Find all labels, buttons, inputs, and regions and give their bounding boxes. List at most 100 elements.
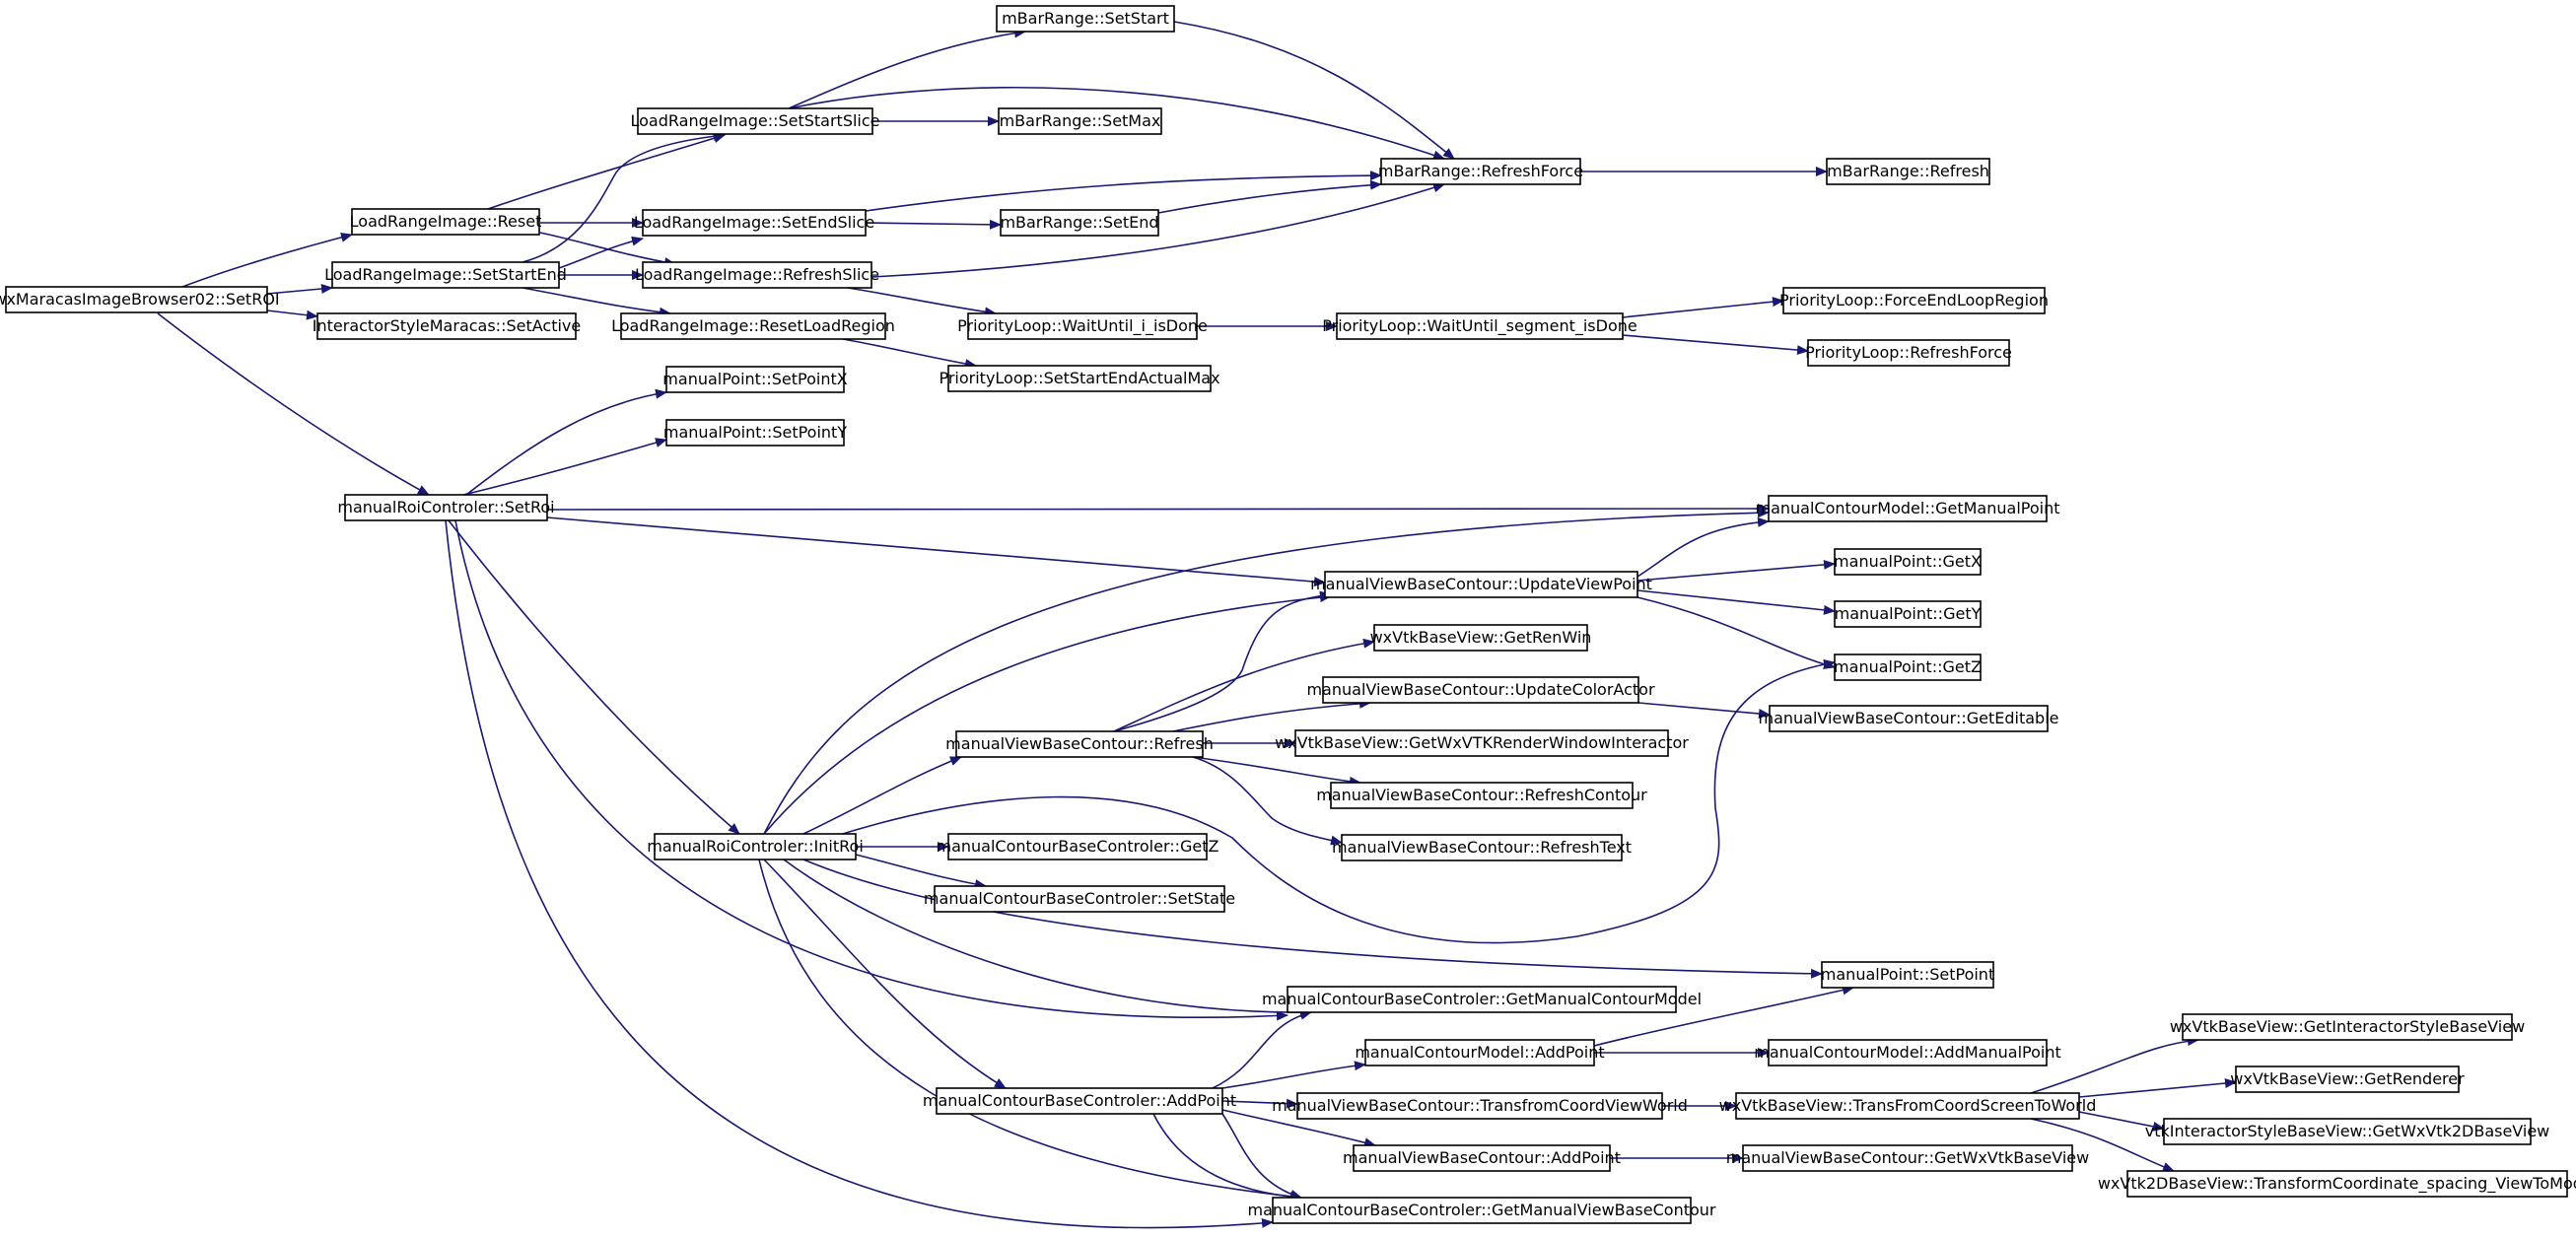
node-mcbc-getmanualcontourmodel[interactable]: manualContourBaseControler::GetManualCon… (1262, 986, 1702, 1013)
node-box (1296, 1092, 1663, 1120)
node-label: manualContourBaseControler::GetManualCon… (1262, 990, 1702, 1008)
node-wxvbv-getrenderer[interactable]: wxVtkBaseView::GetRenderer (2230, 1066, 2465, 1093)
node-label: manualPoint::SetPointY (663, 423, 847, 442)
node-mcbc-setstate[interactable]: manualContourBaseControler::SetState (924, 885, 1235, 913)
node-mrc-initroi[interactable]: manualRoiControler::InitRoi (647, 833, 864, 860)
node-label: manualPoint::GetY (1835, 604, 1982, 623)
edge-lri-reset-to-setstartslice (487, 133, 726, 210)
edge-lri-setstartend-to-setstartslice (522, 131, 726, 263)
node-label: wxMaracasImageBrowser02::SetROI (0, 290, 280, 309)
node-mp-getz[interactable]: manualPoint::GetZ (1834, 653, 1982, 681)
node-box (1336, 312, 1624, 340)
node-pl-forceendloopregion[interactable]: PriorityLoop::ForceEndLoopRegion (1779, 287, 2049, 314)
node-label: manualViewBaseContour::RefreshContour (1316, 786, 1647, 804)
edge-initroi-to-setstate (855, 854, 987, 889)
node-wxvbv-getinteractorstylebaseview[interactable]: wxVtkBaseView::GetInteractorStyleBaseVie… (2170, 1013, 2525, 1041)
node-mvbc-refreshtext[interactable]: manualViewBaseContour::RefreshText (1332, 834, 1632, 861)
node-pl-setstartendactualmax[interactable]: PriorityLoop::SetStartEndActualMax (939, 365, 1220, 392)
node-box (1380, 158, 1581, 185)
node-label: manualContourBaseControler::SetState (924, 889, 1235, 908)
node-mcm-addmanualpoint[interactable]: manualContourModel::AddManualPoint (1754, 1039, 2061, 1066)
node-label: LoadRangeImage::Reset (350, 212, 542, 231)
node-wxvbv-getwxvtkrwi[interactable]: wxVtkBaseView::GetWxVTKRenderWindowInter… (1275, 729, 1689, 757)
node-vtkisbv-getwxvtk2dbaseview[interactable]: vtkInteractorStyleBaseView::GetWxVtk2DBa… (2145, 1118, 2550, 1145)
node-box (955, 730, 1204, 758)
edge-root-to-lri-reset (181, 232, 353, 288)
node-lri-resetloadregion[interactable]: LoadRangeImage::ResetLoadRegion (611, 312, 895, 340)
node-mvbc-addpoint[interactable]: manualViewBaseContour::AddPoint (1343, 1144, 1621, 1172)
node-mbr-setmax[interactable]: mBarRange::SetMax (998, 107, 1162, 135)
node-mcm-addpoint[interactable]: manualContourModel::AddPoint (1355, 1039, 1605, 1066)
node-label: PriorityLoop::ForceEndLoopRegion (1779, 291, 2049, 310)
node-mp-setpoint[interactable]: manualPoint::SetPoint (1821, 961, 1994, 989)
node-mcm-getmanualpoint[interactable]: manualContourModel::GetManualPoint (1755, 495, 2060, 522)
edge-setroi-to-setpointx (465, 388, 667, 496)
node-mvbc-getwxvtkbaseview[interactable]: manualViewBaseContour::GetWxVtkBaseView (1726, 1144, 2089, 1172)
call-edges (157, 21, 2237, 1229)
node-mbr-setstart[interactable]: mBarRange::SetStart (996, 5, 1175, 33)
node-mrc-setroi[interactable]: manualRoiControler::SetRoi (337, 494, 555, 521)
node-lri-reset[interactable]: LoadRangeImage::Reset (350, 208, 542, 236)
node-box (1322, 676, 1639, 704)
edge-initroi-to-getmanualpoint (763, 508, 1770, 835)
node-mvbc-updatecoloractor[interactable]: manualViewBaseContour::UpdateColorActor (1306, 676, 1655, 704)
node-pl-waituntil-segment[interactable]: PriorityLoop::WaitUntil_segment_isDone (1322, 312, 1637, 340)
edge-addpoint-to-getmanualviewbasecontour-b (1152, 1113, 1302, 1203)
node-mbr-refresh[interactable]: mBarRange::Refresh (1826, 158, 1990, 185)
node-label: manualViewBaseContour::Refresh (945, 734, 1214, 753)
edge-updateviewpoint-to-gety (1636, 589, 1836, 615)
node-box (1294, 729, 1669, 757)
node-pl-refreshforce[interactable]: PriorityLoop::RefreshForce (1805, 339, 2012, 367)
node-mp-setpointy[interactable]: manualPoint::SetPointY (663, 419, 847, 447)
node-box (1341, 834, 1623, 861)
edge-initroi-to-setpoint (802, 859, 1823, 979)
edge-refresh-to-refreshtext (1192, 756, 1343, 846)
node-box (2126, 1170, 2568, 1198)
node-label: manualPoint::GetZ (1834, 657, 1982, 676)
node-label: mBarRange::SetMax (1000, 111, 1161, 130)
node-box (1287, 986, 1677, 1013)
node-box (665, 366, 845, 393)
node-box (936, 1087, 1223, 1115)
edge-updatecoloractor-to-geteditable (1637, 702, 1771, 719)
node-mbr-refreshforce[interactable]: mBarRange::RefreshForce (1378, 158, 1583, 185)
edge-updateviewpoint-to-getmanualpoint (1636, 516, 1770, 578)
node-lri-setendslice[interactable]: LoadRangeImage::SetEndSlice (634, 209, 874, 237)
node-mcbc-getmanualviewbasecontour[interactable]: manualContourBaseControler::GetManualVie… (1248, 1197, 1716, 1224)
node-mcbc-addpoint[interactable]: manualContourBaseControler::AddPoint (923, 1087, 1236, 1115)
node-mp-gety[interactable]: manualPoint::GetY (1834, 600, 1982, 628)
node-wxvbv-getrenwin[interactable]: wxVtkBaseView::GetRenWin (1370, 624, 1592, 652)
node-wxvtk2d-transformcoordinate[interactable]: wxVtk2DBaseView::TransformCoordinate_spa… (2098, 1170, 2576, 1198)
node-wxvbv-transfromcoordscreentoworld[interactable]: wxVtkBaseView::TransFromCoordScreenToWor… (1719, 1092, 2097, 1120)
node-mvbc-updateviewpoint[interactable]: manualViewBaseContour::UpdateViewPoint (1310, 571, 1652, 598)
node-lri-setstartslice[interactable]: LoadRangeImage::SetStartSlice (630, 107, 880, 135)
node-box (947, 833, 1208, 860)
node-mvbc-refresh[interactable]: manualViewBaseContour::Refresh (945, 730, 1214, 758)
edge-refresh-to-updatecoloractor (1172, 698, 1371, 732)
node-root[interactable]: wxMaracasImageBrowser02::SetROI (0, 286, 280, 313)
node-ism-setactive[interactable]: InteractorStyleMaracas::SetActive (313, 312, 581, 340)
node-pl-waituntil-i[interactable]: PriorityLoop::WaitUntil_i_isDone (957, 312, 1208, 340)
node-mvbc-transfromcoordviewworld[interactable]: manualViewBaseContour::TransfromCoordVie… (1272, 1092, 1688, 1120)
edge-mcm-addpoint-to-setpoint (1593, 985, 1854, 1047)
node-lri-refreshslice[interactable]: LoadRangeImage::RefreshSlice (635, 261, 879, 289)
node-mvbc-geteditable[interactable]: manualViewBaseContour::GetEditable (1759, 705, 2059, 732)
node-box (1000, 209, 1159, 237)
node-lri-setstartend[interactable]: LoadRangeImage::SetStartEnd (324, 261, 567, 289)
edge-lri-reset-to-refreshslice (539, 232, 676, 267)
edge-setend-to-refreshforce (1157, 179, 1382, 214)
edge-initroi-to-getmanualviewbasecontour (758, 859, 1302, 1202)
node-mp-setpointx[interactable]: manualPoint::SetPointX (662, 366, 848, 393)
edge-lri-setstartend-to-resetloadregion (522, 287, 671, 317)
node-label: manualPoint::SetPoint (1821, 965, 1994, 984)
node-mp-getx[interactable]: manualPoint::GetX (1834, 548, 1982, 576)
node-label: vtkInteractorStyleBaseView::GetWxVtk2DBa… (2145, 1122, 2550, 1140)
node-label: wxVtkBaseView::GetRenWin (1370, 628, 1592, 647)
edge-setstartslice-to-refreshforce (788, 86, 1445, 161)
edge-root-to-lri-setstartend (266, 284, 333, 295)
edge-refreshslice-to-refreshforce (870, 182, 1445, 278)
node-mcbc-getz[interactable]: manualContourBaseControler::GetZ (937, 833, 1219, 860)
node-mbr-setend[interactable]: mBarRange::SetEnd (1000, 209, 1159, 237)
node-mvbc-refreshcontour[interactable]: manualViewBaseContour::RefreshContour (1316, 782, 1647, 809)
node-label: LoadRangeImage::SetStartEnd (324, 265, 567, 284)
